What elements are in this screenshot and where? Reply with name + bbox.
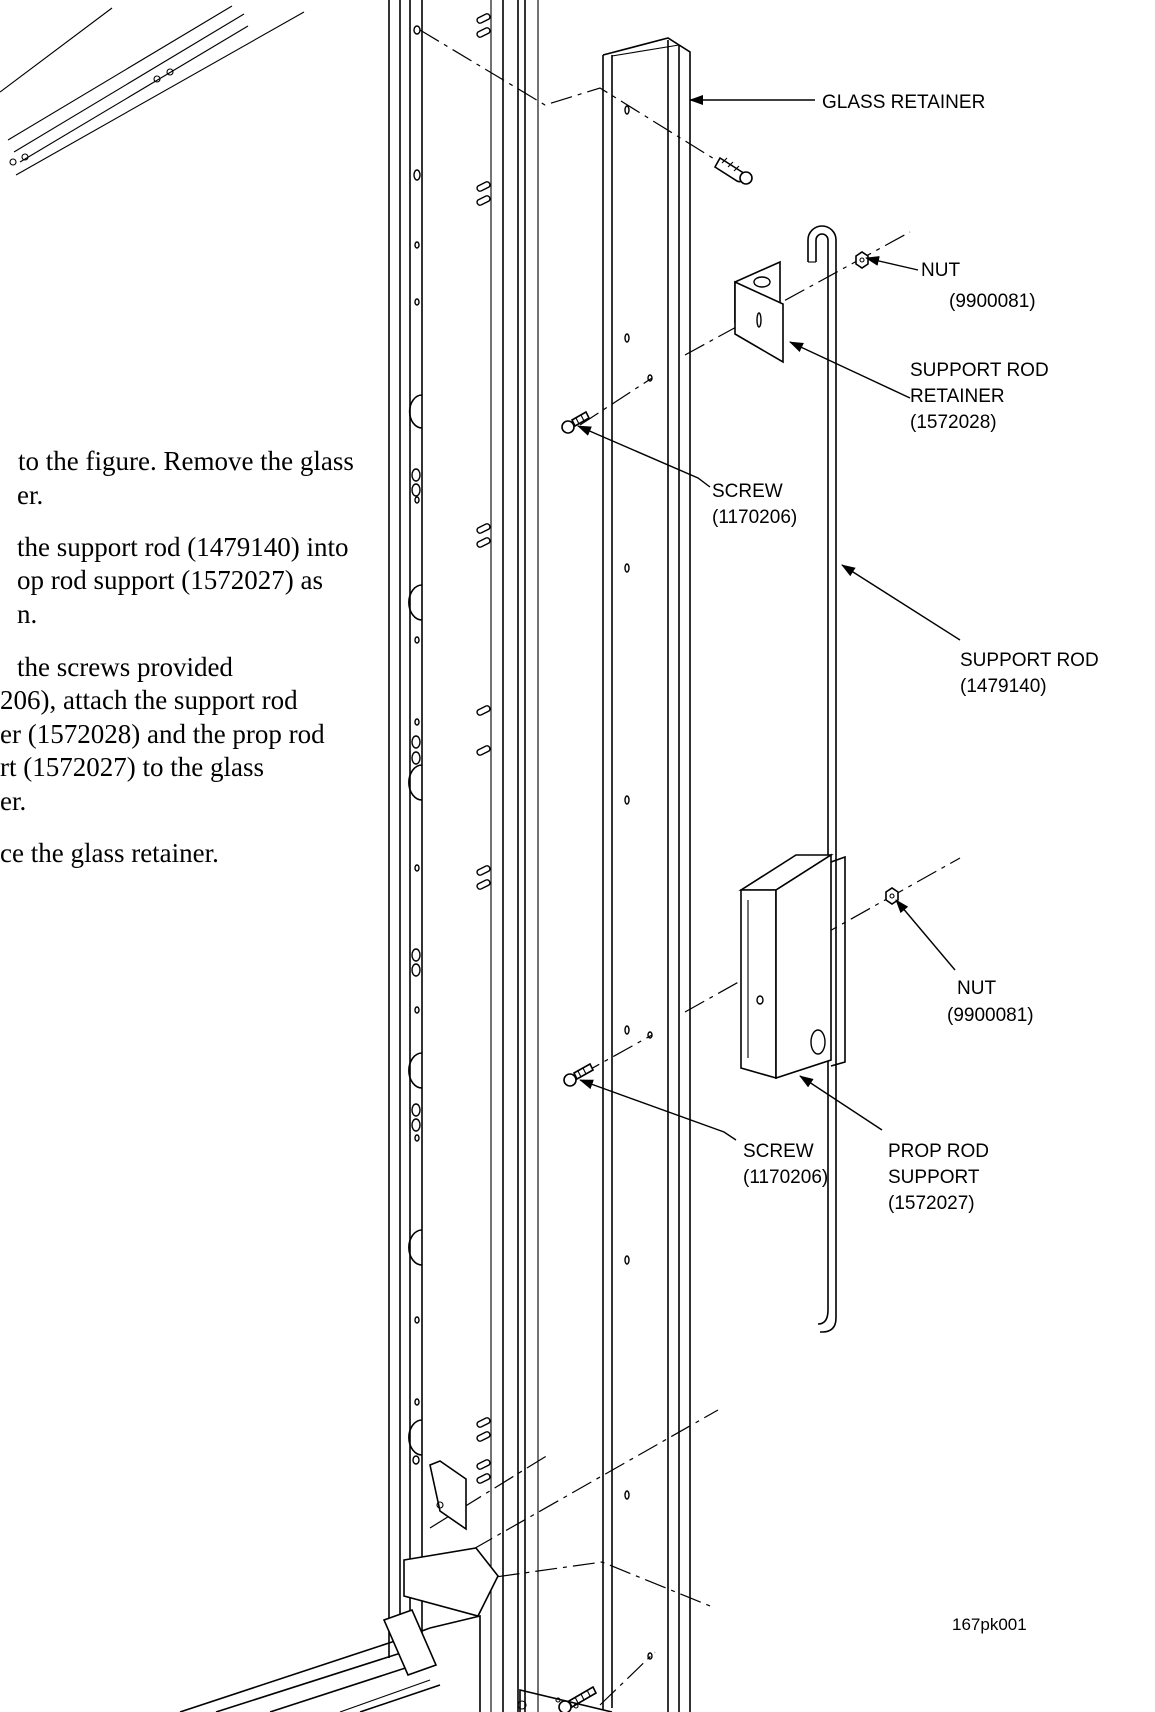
label-prop-rod-support-1: PROP ROD [888, 1141, 989, 1162]
prop-rod-support-part [738, 853, 846, 1080]
label-screw-top-pn: (1170206) [712, 507, 797, 528]
screw-lower-part [558, 1685, 598, 1712]
label-prop-rod-support-pn: (1572027) [888, 1193, 975, 1214]
step-1-line-2: er. [17, 480, 44, 510]
step-1-line-1: to the figure. Remove the glass [18, 446, 354, 476]
figure-id: 167pk001 [952, 1615, 1027, 1634]
label-glass-retainer: GLASS RETAINER [822, 92, 985, 113]
label-nut-top: NUT [921, 260, 960, 281]
label-nut-bottom-pn: (9900081) [947, 1005, 1034, 1026]
step-3-line-2: 206), attach the support rod [0, 685, 298, 715]
step-3-line-3: er (1572028) and the prop rod [0, 719, 325, 749]
nut-bottom-part [885, 887, 899, 905]
step-2-line-1: the support rod (1479140) into [17, 532, 349, 562]
glass-retainer-part [602, 37, 691, 1712]
nut-top-part [855, 251, 869, 269]
label-support-rod-retainer-2: RETAINER [910, 386, 1005, 407]
step-2-line-3: n. [17, 599, 38, 629]
instruction-steps: to the figure. Remove the glass er. the … [0, 0, 400, 1712]
step-3-line-1: the screws provided [17, 652, 233, 682]
screw-top-part [561, 410, 591, 434]
callout-arrows [577, 95, 961, 1141]
step-3-line-4: rt (1572027) to the glass [0, 752, 264, 782]
callout-labels: GLASS RETAINER NUT (9900081) SUPPORT ROD… [712, 92, 1099, 1634]
screw-bottom-part [563, 1062, 595, 1087]
label-screw-top: SCREW [712, 481, 783, 502]
label-nut-top-pn: (9900081) [949, 291, 1036, 312]
door-frame-rail [388, 0, 539, 1712]
label-screw-bottom: SCREW [743, 1141, 814, 1162]
label-screw-bottom-pn: (1170206) [743, 1167, 828, 1188]
label-support-rod-retainer-pn: (1572028) [910, 412, 997, 433]
base-housing [179, 1608, 613, 1712]
label-nut-bottom: NUT [957, 978, 996, 999]
step-2-line-2: op rod support (1572027) as [17, 565, 323, 595]
label-support-rod: SUPPORT ROD [960, 650, 1099, 671]
support-rod-part [807, 225, 837, 1333]
screw-glass-retainer [713, 156, 753, 185]
support-rod-retainer-part [734, 260, 784, 364]
step-3-line-5: er. [0, 786, 27, 816]
label-support-rod-pn: (1479140) [960, 676, 1047, 697]
label-prop-rod-support-2: SUPPORT [888, 1167, 980, 1188]
step-4-line-1: ce the glass retainer. [0, 838, 219, 868]
glass-panel-corner [0, 5, 305, 176]
lower-bracket [403, 1460, 499, 1712]
label-support-rod-retainer-1: SUPPORT ROD [910, 360, 1049, 381]
